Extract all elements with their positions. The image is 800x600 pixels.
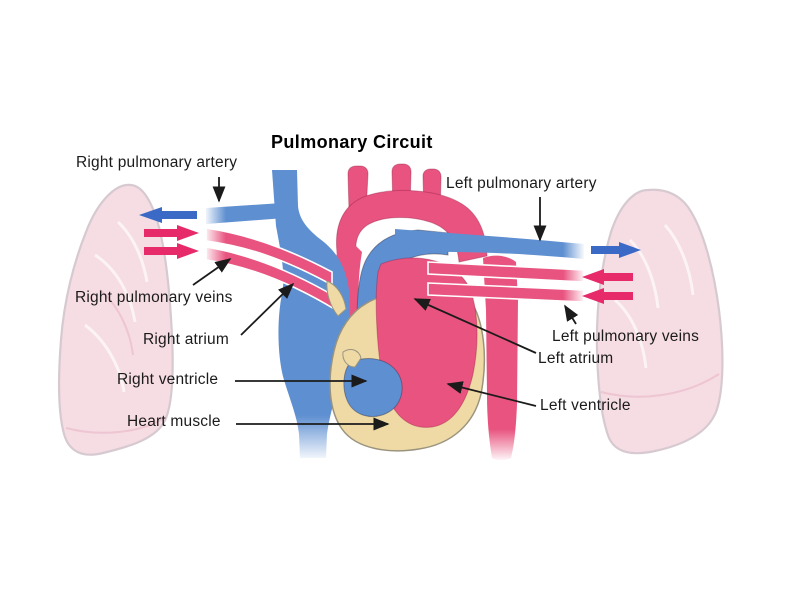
red-flow-arrow-out-of-left-lung-lower [582,288,633,304]
red-flow-arrow-out-of-left-lung-upper [582,269,633,285]
label-left-ventricle: Left ventricle [540,397,631,414]
label-heart-muscle: Heart muscle [127,413,221,430]
diagram-title: Pulmonary Circuit [271,132,433,152]
pointer-left-pulmonary-veins [564,304,579,325]
red-flow-arrow-out-of-right-lung-upper [144,225,199,241]
aortic-arch [335,189,488,263]
descending-aorta [483,255,518,461]
pointer-right-atrium [240,282,295,336]
valve-flaps [326,280,362,368]
pointer-lines [192,177,579,431]
flow-arrows [139,207,641,304]
pointer-right-pulmonary-veins [192,258,232,286]
left-pulmonary-veins-vessels [427,261,585,303]
label-right-pulmonary-veins: Right pulmonary veins [75,289,233,306]
pointer-left-atrium [413,298,537,354]
right-pulmonary-artery-vessel [206,202,298,224]
blue-flow-arrow-into-right-lung [139,207,197,223]
label-left-pulmonary-artery: Left pulmonary artery [446,175,597,192]
label-right-ventricle: Right ventricle [117,371,219,388]
blue-flow-arrow-into-left-lung [591,242,641,258]
label-left-atrium: Left atrium [538,350,614,367]
left-pulmonary-artery-vessel [395,229,584,259]
red-flow-arrow-out-of-right-lung-lower [144,243,199,259]
right-ventricle-chamber [343,358,403,417]
label-left-pulmonary-veins: Left pulmonary veins [552,328,700,345]
label-right-atrium: Right atrium [143,331,229,348]
label-right-pulmonary-artery: Right pulmonary artery [76,154,238,171]
pointer-left-ventricle [446,381,537,407]
left-lung [595,188,724,455]
